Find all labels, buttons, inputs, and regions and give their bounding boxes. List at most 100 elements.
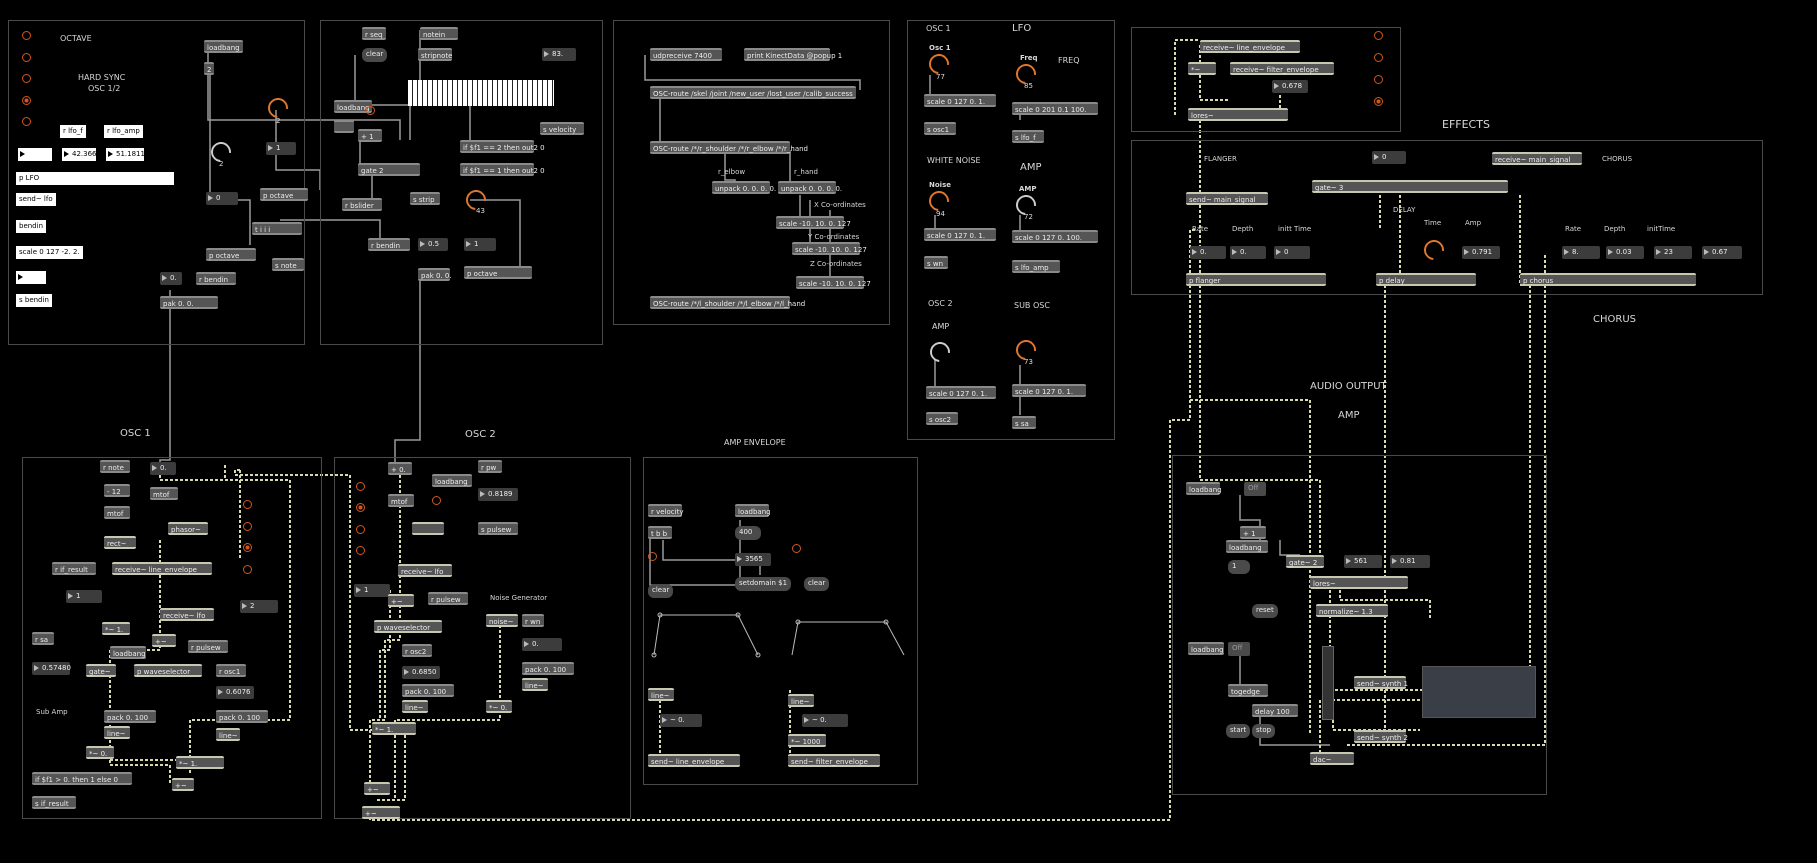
osc1-loadbang[interactable]: loadbang [110,646,146,659]
osc1-r-pulsew[interactable]: r pulsew [188,640,228,653]
out-loadbang-1[interactable]: loadbang [1186,482,1222,495]
osc2-radio-4[interactable] [356,546,365,555]
osc2-plus[interactable]: +~ [388,594,414,607]
r-seq[interactable]: r seq [362,27,386,40]
chorus-depth[interactable]: 0.03 [1606,246,1644,259]
s-sa[interactable]: s sa [1012,416,1036,429]
env-scope-2[interactable]: ~ 0. [802,714,848,727]
send-synth-1[interactable]: send~ synth 1 [1354,676,1408,689]
r-bendin-seq[interactable]: r bendin [368,238,410,251]
receive-filter-envelope[interactable]: receive~ filter_envelope [1230,62,1334,75]
octave-radio-4[interactable] [22,96,31,105]
osc1-volume[interactable]: 0.6076 [216,686,254,699]
s-strip[interactable]: s strip [410,192,440,205]
env-loadbang[interactable]: loadbang [735,504,771,517]
osc2-volume[interactable]: 0.6850 [402,666,440,679]
osc2-pack[interactable]: pack 0. 100 [402,684,454,697]
send-synth-2[interactable]: send~ synth 2 [1354,730,1408,743]
stripnote[interactable]: stripnote [418,48,452,61]
gate-3[interactable]: gate~ 3 [1312,180,1508,193]
r-osc2[interactable]: r osc2 [402,644,432,657]
r-velocity[interactable]: r velocity [648,504,683,517]
notein[interactable]: notein [420,27,458,40]
effects-selector[interactable]: 0 [1372,151,1406,164]
flanger-init[interactable]: 0 [1274,246,1310,259]
osc1-zero[interactable]: 0. [150,462,176,475]
s-note[interactable]: s note [272,258,304,271]
octave-radio-3[interactable] [22,74,31,83]
osc2-toggle[interactable] [432,496,441,505]
send-main-signal[interactable]: send~ main_signal [1186,192,1268,205]
octave-one[interactable]: 1 [266,142,296,155]
osc2-radio-3[interactable] [356,525,365,534]
scale-sub[interactable]: scale 0 127 0. 1. [1012,384,1086,397]
reset-message[interactable]: reset [1252,604,1278,618]
togedge[interactable]: togedge [1228,684,1268,697]
r-wn[interactable]: r wn [522,614,544,627]
loadbang-octave[interactable]: loadbang [204,40,243,53]
osc2-p-waveselector[interactable]: p waveselector [374,620,442,633]
scale-z[interactable]: scale -10. 10. 0. 127 [796,276,871,289]
flanger-rate[interactable]: 0. [1190,246,1226,259]
osc-route-left[interactable]: OSC-route /*/l_shoulder /*/l_elbow /*/l_… [650,296,805,309]
scale-osc2[interactable]: scale 0 127 0. 1. [926,386,996,399]
setdomain[interactable]: setdomain $1 [735,577,792,591]
chorus-init[interactable]: 23 [1654,246,1692,259]
unpack-hand[interactable]: unpack 0. 0. 0. 0. [778,181,842,194]
mtof-2[interactable]: mtof [150,487,178,500]
out-one[interactable]: 1 [1228,560,1250,574]
p-delay[interactable]: p delay [1376,273,1476,286]
minus-12[interactable]: - 12 [104,484,130,497]
s-osc1[interactable]: s osc1 [924,122,956,135]
gate-2[interactable]: gate 2 [358,163,420,176]
s-wn[interactable]: s wn [924,256,948,269]
if-expression[interactable]: if $f1 > 0. then 1 else 0 [32,772,132,785]
s-osc2[interactable]: s osc2 [926,412,958,425]
seq-toggle[interactable] [366,106,375,115]
r-bslider[interactable]: r bslider [342,198,382,211]
wn-number[interactable]: 0. [522,638,562,651]
osc2-receive-lfo[interactable]: receive~ lfo [398,564,452,577]
dac[interactable]: dac~ [1310,752,1354,765]
osc1-pack-2[interactable]: pack 0. 100 [216,710,268,723]
s-lfo-amp[interactable]: s lfo_amp [1012,260,1060,273]
osc1-mult-0[interactable]: *~ 0. [86,746,114,759]
t-b-b[interactable]: t b b [648,526,672,539]
delay-100[interactable]: delay 100 [1252,704,1298,717]
scale-freq[interactable]: scale 0 201 0.1 100. [1012,102,1098,115]
osc1-pack-1[interactable]: pack 0. 100 [104,710,156,723]
receive-main-signal[interactable]: receive~ main_signal [1492,152,1582,165]
octave-radio-5[interactable] [22,117,31,126]
r-lfo-f[interactable]: r lfo_f [60,125,86,138]
s-pulsew[interactable]: s pulsew [478,522,518,535]
osc2-mtof[interactable]: mtof [388,494,414,507]
r-if-result[interactable]: r if_result [52,562,96,575]
plus-one[interactable]: + 1 [358,129,382,142]
bend-number[interactable] [16,271,46,284]
out-561[interactable]: 561 [1344,555,1382,568]
stop-message[interactable]: stop [1252,724,1276,738]
r-osc1[interactable]: r osc1 [216,664,246,677]
osc2-loadbang[interactable]: loadbang [432,474,472,487]
osc1-two[interactable]: 2 [240,600,278,613]
osc1-p-waveselector[interactable]: p waveselector [134,664,202,677]
env-3565[interactable]: 3565 [735,553,771,566]
p-chorus[interactable]: p chorus [1520,273,1696,286]
lfo-number[interactable] [18,148,52,161]
out-lores[interactable]: lores~ [1310,576,1408,589]
unpack-elbow[interactable]: unpack 0. 0. 0. 0. [712,181,776,194]
filter-radio-1[interactable] [1374,31,1383,40]
octave-radio-1[interactable] [22,31,31,40]
osc1-plus-2[interactable]: +~ [172,778,194,791]
filter-radio-3[interactable] [1374,75,1383,84]
osc2-osc[interactable] [412,522,444,535]
octave-radio-2[interactable] [22,53,31,62]
osc1-plus[interactable]: +~ [152,634,176,647]
noise-generator[interactable]: noise~ [486,614,518,627]
amp-envelope-function[interactable] [648,610,761,660]
scale-amp[interactable]: scale 0 127 0. 100. [1012,230,1098,243]
env-line-2[interactable]: line~ [788,694,814,707]
seq-counter[interactable] [334,120,354,133]
osc2-plus-3[interactable]: +~ [362,806,400,819]
p-octave-1[interactable]: p octave [260,188,308,201]
